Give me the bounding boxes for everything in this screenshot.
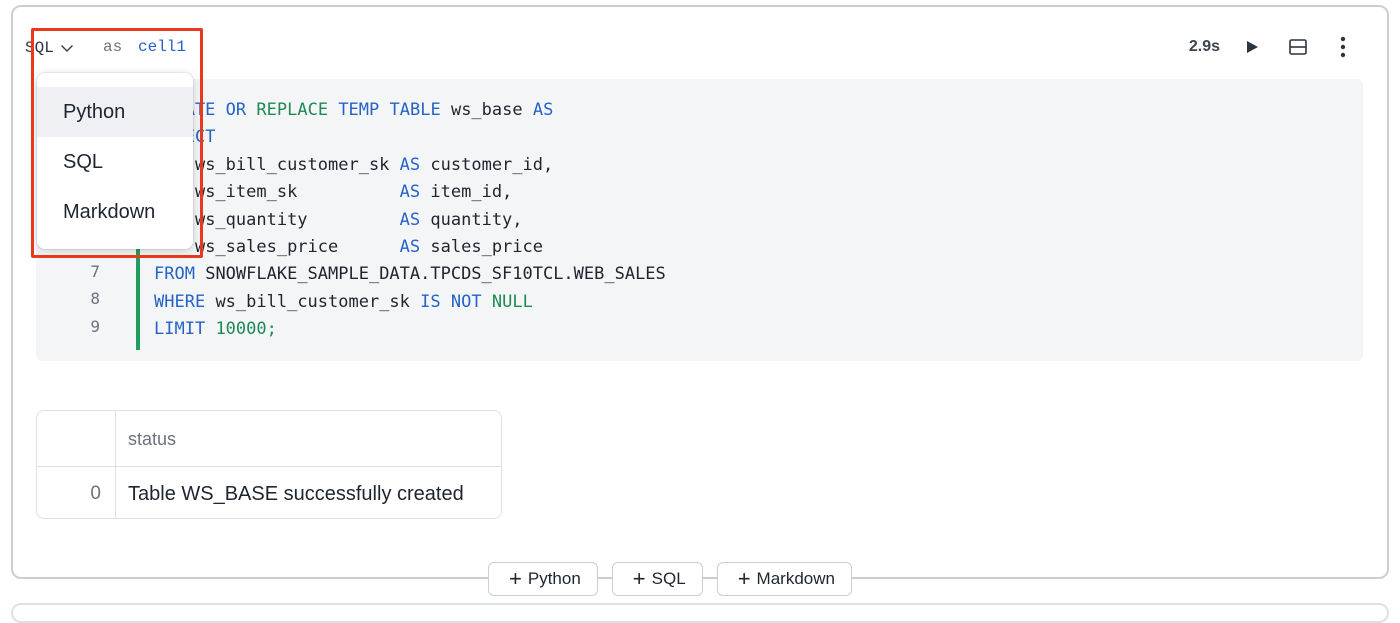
language-label: SQL bbox=[25, 39, 54, 57]
menu-item-markdown[interactable]: Markdown bbox=[63, 200, 156, 223]
result-table: status 0 Table WS_BASE successfully crea… bbox=[36, 410, 502, 519]
vertical-ellipsis-icon bbox=[1340, 36, 1346, 58]
code-line: ws_sales_price AS sales_price bbox=[194, 237, 543, 258]
cell-name-input[interactable]: cell1 bbox=[138, 38, 187, 56]
add-sql-button[interactable]: + SQL bbox=[611, 562, 703, 596]
as-label: as bbox=[103, 38, 123, 56]
line-number: 9 bbox=[90, 317, 100, 336]
add-python-label: Python bbox=[527, 569, 581, 588]
column-header-status[interactable]: status bbox=[128, 429, 177, 449]
plus-icon: + bbox=[632, 566, 646, 591]
language-dropdown-toggle[interactable]: SQL bbox=[25, 36, 75, 60]
menu-item-sql[interactable]: SQL bbox=[63, 150, 104, 173]
table-header bbox=[37, 411, 501, 467]
index-divider bbox=[115, 411, 116, 518]
plus-icon: + bbox=[509, 566, 522, 591]
next-cell bbox=[11, 603, 1389, 623]
code-line: WHERE ws_bill_customer_sk IS NOT NULL bbox=[154, 291, 533, 312]
line-number: 8 bbox=[90, 289, 100, 308]
code-line: FROM SNOWFLAKE_SAMPLE_DATA.TPCDS_SF10TCL… bbox=[154, 264, 666, 285]
split-rows-icon bbox=[1289, 39, 1307, 55]
add-sql-label: SQL bbox=[651, 569, 686, 588]
plus-icon: + bbox=[737, 566, 751, 591]
code-line: CREATE OR REPLACE TEMP TABLE ws_base AS bbox=[154, 100, 554, 120]
run-cell-button[interactable] bbox=[1238, 33, 1266, 61]
execution-time: 2.9s bbox=[1188, 38, 1220, 55]
language-menu: Python SQL Markdown bbox=[37, 73, 193, 249]
chevron-down-icon bbox=[60, 44, 73, 53]
row-index: 0 bbox=[90, 483, 101, 504]
split-view-button[interactable] bbox=[1284, 33, 1312, 61]
add-markdown-button[interactable]: + Markdown bbox=[716, 562, 852, 596]
code-line: LIMIT 10000; bbox=[154, 319, 277, 340]
add-markdown-label: Markdown bbox=[756, 569, 835, 588]
line-number: 7 bbox=[90, 262, 100, 281]
play-icon bbox=[1247, 41, 1258, 53]
code-editor[interactable] bbox=[36, 79, 1363, 361]
code-line: ws_quantity AS quantity, bbox=[194, 209, 523, 230]
code-line: ws_item_sk AS item_id, bbox=[194, 182, 513, 203]
menu-item-python[interactable]: Python bbox=[37, 87, 193, 137]
add-cell-bar: + Python + SQL + Markdown bbox=[488, 562, 852, 596]
code-line: ws_bill_customer_sk AS customer_id, bbox=[194, 154, 554, 175]
table-cell[interactable]: Table WS_BASE successfully created bbox=[128, 483, 464, 505]
code-line: SELECT bbox=[154, 124, 666, 151]
more-options-button[interactable] bbox=[1329, 33, 1357, 61]
add-python-button[interactable]: + Python bbox=[488, 562, 598, 596]
code-content: CREATE OR REPLACE TEMP TABLE ws_base AS S… bbox=[154, 97, 666, 344]
